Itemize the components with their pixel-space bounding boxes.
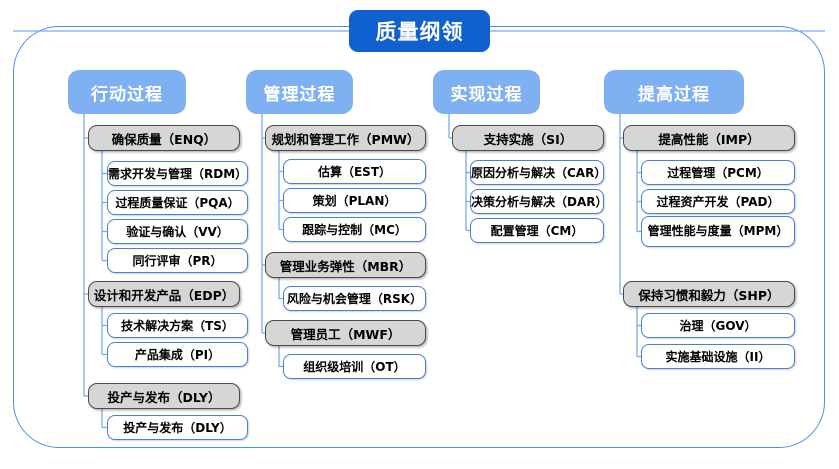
leaf-node[interactable]: 治理（GOV）	[641, 313, 795, 338]
root-title: 质量纲领	[349, 10, 490, 52]
column-header-3[interactable]: 提高过程	[604, 70, 744, 114]
leaf-node[interactable]: 技术解决方案（TS）	[107, 313, 248, 338]
group-parent-node[interactable]: 支持实施（SI）	[452, 125, 604, 151]
leaf-node[interactable]: 策划（PLAN）	[283, 188, 426, 213]
group-parent-node[interactable]: 投产与发布（DLY）	[88, 383, 240, 409]
leaf-node[interactable]: 跟踪与控制（MC）	[283, 217, 426, 242]
leaf-node[interactable]: 过程资产开发（PAD）	[641, 189, 795, 214]
leaf-node[interactable]: 估算（EST）	[283, 159, 426, 184]
leaf-node[interactable]: 投产与发布（DLY）	[107, 415, 248, 440]
group-parent-node[interactable]: 设计和开发产品（EDP）	[88, 281, 240, 307]
group-parent-node[interactable]: 管理业务弹性（MBR）	[265, 252, 426, 278]
column-header-0[interactable]: 行动过程	[68, 70, 186, 114]
group-parent-node[interactable]: 提高性能（IMP）	[623, 125, 795, 151]
leaf-node[interactable]: 实施基础设施（II）	[641, 344, 795, 369]
column-header-2[interactable]: 实现过程	[433, 70, 540, 114]
leaf-node[interactable]: 过程管理（PCM）	[641, 160, 795, 185]
leaf-node[interactable]: 产品集成（PI）	[107, 342, 248, 367]
leaf-node[interactable]: 过程质量保证（PQA）	[107, 190, 248, 215]
leaf-node[interactable]: 配置管理（CM）	[470, 218, 604, 243]
leaf-node[interactable]: 原因分析与解决（CAR）	[470, 160, 606, 185]
column-header-1[interactable]: 管理过程	[246, 70, 353, 114]
leaf-node[interactable]: 组织级培训（OT）	[283, 354, 426, 379]
group-parent-node[interactable]: 规划和管理工作（PMW）	[265, 125, 426, 151]
group-parent-node[interactable]: 确保质量（ENQ）	[88, 125, 240, 151]
leaf-node[interactable]: 管理性能与度量（MPM）	[641, 216, 795, 247]
leaf-node[interactable]: 需求开发与管理（RDM）	[107, 161, 248, 186]
group-parent-node[interactable]: 管理员工（MWF）	[265, 320, 426, 346]
group-parent-node[interactable]: 保持习惯和毅力（SHP）	[623, 281, 795, 307]
leaf-node[interactable]: 风险与机会管理（RSK）	[283, 286, 426, 311]
leaf-node[interactable]: 决策分析与解决（DAR）	[470, 189, 608, 214]
leaf-node[interactable]: 验证与确认（VV）	[107, 219, 248, 244]
leaf-node[interactable]: 同行评审（PR）	[107, 248, 248, 273]
